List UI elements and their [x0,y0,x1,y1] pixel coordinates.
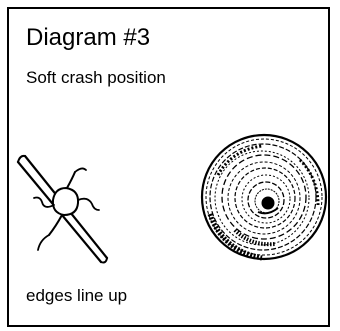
diagram-frame [7,7,330,327]
cymbal-top-view-icon [200,133,328,261]
diagram-subtitle: Soft crash position [26,68,166,87]
cymbal-side-view-icon [16,154,109,264]
diagram-caption: edges line up [26,286,128,305]
diagram-title: Diagram #3 [26,24,151,51]
